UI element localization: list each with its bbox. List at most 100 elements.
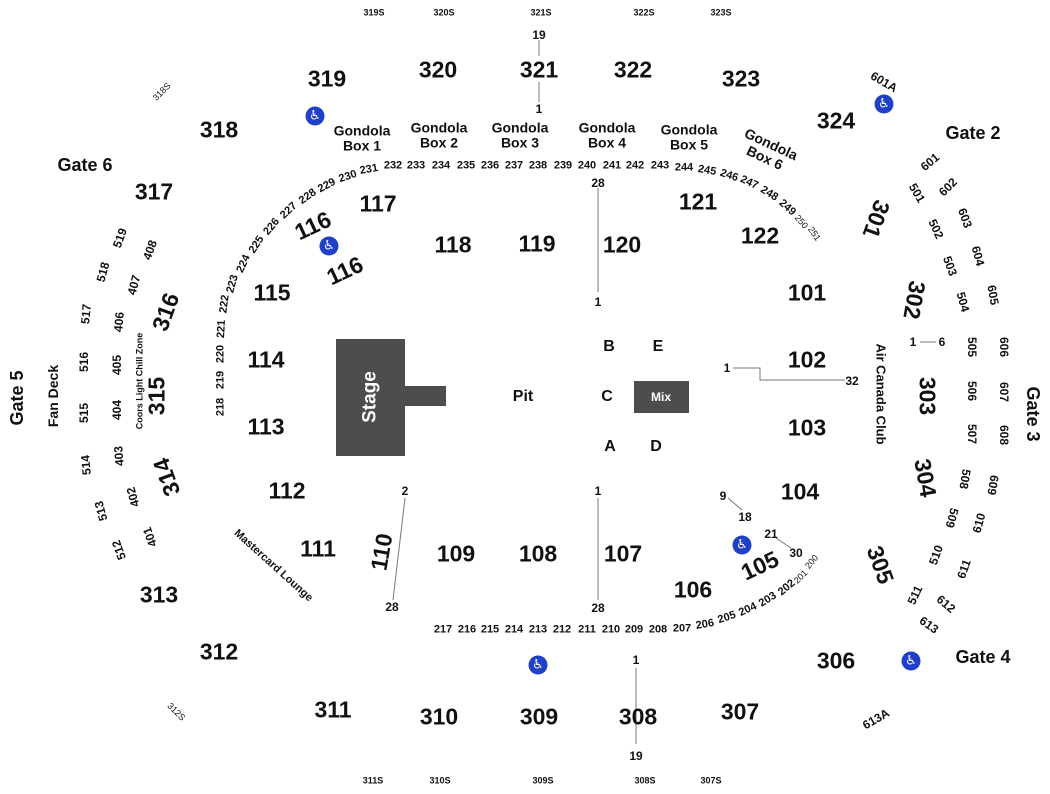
section-217[interactable]: 217	[433, 623, 453, 636]
section-109[interactable]: 109	[436, 540, 476, 567]
section-304[interactable]: 304	[909, 456, 942, 500]
section-118[interactable]: 118	[434, 231, 472, 258]
gondola-box-5[interactable]: Gondola Box 5	[660, 121, 718, 152]
section-608[interactable]: 608	[997, 424, 1011, 446]
section-209[interactable]: 209	[624, 623, 644, 636]
suite-307s[interactable]: 307S	[700, 775, 722, 786]
section-609[interactable]: 609	[984, 473, 1002, 497]
section-241[interactable]: 241	[602, 159, 622, 172]
section-107[interactable]: 107	[603, 540, 643, 567]
gondola-box-1[interactable]: Gondola Box 1	[333, 122, 391, 153]
section-236[interactable]: 236	[480, 159, 500, 172]
pit-label[interactable]: Pit	[512, 388, 534, 405]
section-114[interactable]: 114	[247, 346, 285, 373]
section-221[interactable]: 221	[215, 319, 228, 339]
section-108[interactable]: 108	[518, 540, 558, 567]
floor-area-e[interactable]: E	[652, 338, 664, 355]
section-507[interactable]: 507	[965, 423, 979, 445]
section-238[interactable]: 238	[528, 159, 548, 172]
section-404[interactable]: 404	[110, 399, 124, 421]
section-119[interactable]: 119	[518, 230, 556, 257]
section-233[interactable]: 233	[406, 159, 426, 172]
section-320[interactable]: 320	[418, 56, 458, 83]
section-219[interactable]: 219	[214, 370, 227, 390]
section-115[interactable]: 115	[253, 279, 291, 306]
section-244[interactable]: 244	[674, 161, 694, 174]
section-234[interactable]: 234	[431, 159, 451, 172]
suite-321s[interactable]: 321S	[530, 7, 552, 18]
section-506[interactable]: 506	[965, 380, 979, 402]
suite-319s[interactable]: 319S	[363, 7, 385, 18]
section-214[interactable]: 214	[504, 623, 524, 636]
section-101[interactable]: 101	[787, 279, 827, 306]
section-313[interactable]: 313	[139, 581, 179, 608]
section-508[interactable]: 508	[956, 467, 974, 491]
section-216[interactable]: 216	[457, 623, 477, 636]
section-306[interactable]: 306	[816, 647, 856, 674]
section-237[interactable]: 237	[504, 159, 524, 172]
section-517[interactable]: 517	[78, 303, 94, 325]
suite-309s[interactable]: 309S	[532, 775, 554, 786]
section-213[interactable]: 213	[528, 623, 548, 636]
gondola-box-2[interactable]: Gondola Box 2	[410, 119, 468, 150]
section-505[interactable]: 505	[965, 336, 979, 358]
section-324[interactable]: 324	[816, 107, 856, 134]
suite-320s[interactable]: 320S	[433, 7, 455, 18]
section-406[interactable]: 406	[111, 311, 127, 333]
section-514[interactable]: 514	[78, 454, 94, 476]
section-215[interactable]: 215	[480, 623, 500, 636]
section-211[interactable]: 211	[578, 623, 596, 636]
section-309[interactable]: 309	[519, 703, 559, 730]
section-317[interactable]: 317	[134, 178, 174, 205]
suite-323s[interactable]: 323S	[710, 7, 732, 18]
section-311[interactable]: 311	[314, 696, 352, 723]
section-113[interactable]: 113	[247, 413, 285, 440]
section-207[interactable]: 207	[672, 622, 692, 635]
section-516[interactable]: 516	[77, 351, 91, 373]
section-307[interactable]: 307	[720, 698, 760, 725]
section-312[interactable]: 312	[199, 638, 239, 665]
gondola-box-4[interactable]: Gondola Box 4	[578, 119, 636, 150]
section-102[interactable]: 102	[787, 346, 827, 373]
section-606[interactable]: 606	[997, 336, 1011, 358]
suite-322s[interactable]: 322S	[633, 7, 655, 18]
section-112[interactable]: 112	[268, 477, 306, 504]
suite-308s[interactable]: 308S	[634, 775, 656, 786]
floor-area-d[interactable]: D	[650, 438, 662, 455]
section-308[interactable]: 308	[618, 703, 658, 730]
section-315[interactable]: 315	[143, 376, 170, 416]
section-120[interactable]: 120	[602, 231, 642, 258]
section-303[interactable]: 303	[914, 376, 941, 416]
section-220[interactable]: 220	[214, 344, 227, 364]
section-239[interactable]: 239	[553, 159, 573, 172]
suite-311s[interactable]: 311S	[362, 775, 384, 786]
section-121[interactable]: 121	[678, 188, 718, 215]
section-232[interactable]: 232	[383, 159, 403, 172]
section-323[interactable]: 323	[721, 65, 761, 92]
section-103[interactable]: 103	[787, 414, 827, 441]
section-319[interactable]: 319	[307, 65, 347, 92]
section-405[interactable]: 405	[110, 354, 124, 376]
section-218[interactable]: 218	[214, 397, 227, 417]
section-321[interactable]: 321	[519, 56, 559, 83]
section-240[interactable]: 240	[577, 159, 597, 172]
section-318[interactable]: 318	[199, 116, 239, 143]
section-403[interactable]: 403	[111, 445, 127, 467]
section-322[interactable]: 322	[613, 56, 653, 83]
section-117[interactable]: 117	[359, 190, 397, 217]
floor-area-a[interactable]: A	[604, 438, 616, 455]
gondola-box-3[interactable]: Gondola Box 3	[491, 119, 549, 150]
section-242[interactable]: 242	[625, 159, 645, 172]
section-106[interactable]: 106	[673, 576, 713, 603]
section-110[interactable]: 110	[365, 531, 398, 573]
section-607[interactable]: 607	[997, 381, 1011, 403]
section-243[interactable]: 243	[650, 159, 670, 172]
section-208[interactable]: 208	[648, 623, 668, 636]
floor-area-b[interactable]: B	[603, 338, 615, 355]
section-302[interactable]: 302	[898, 278, 931, 322]
section-212[interactable]: 212	[552, 623, 572, 636]
suite-310s[interactable]: 310S	[429, 775, 451, 786]
section-235[interactable]: 235	[456, 159, 476, 172]
stage-block[interactable]	[336, 339, 405, 456]
section-605[interactable]: 605	[984, 283, 1002, 307]
